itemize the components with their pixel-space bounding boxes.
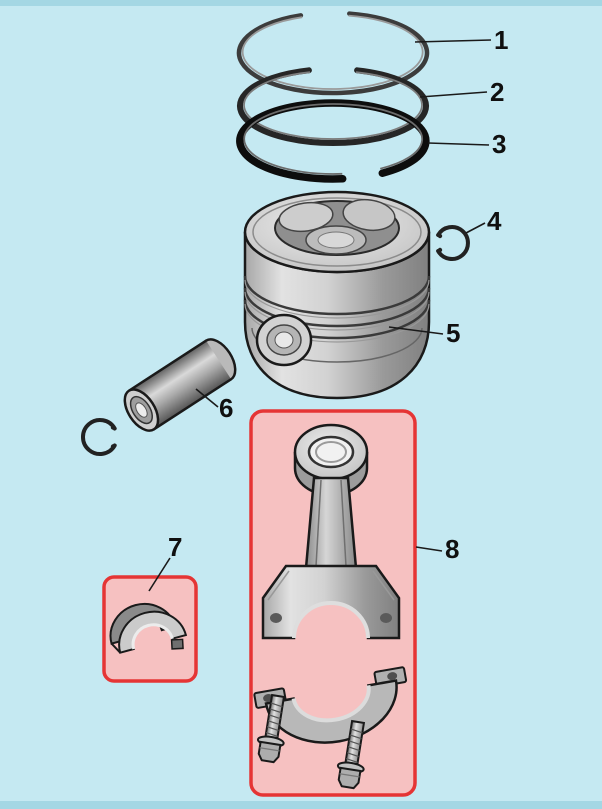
cap-bolt-hole [387,672,398,681]
big-end-bolt-hole [380,613,392,623]
callout-8[interactable]: 8 [445,534,459,564]
center-bowl-inner [317,231,355,249]
bearing-shell-inner-face [131,623,174,650]
rod-bolt-right[interactable] [335,719,371,790]
circlip-right-ring [436,225,470,261]
rod-bolt-left[interactable] [255,693,291,764]
highlight-box-part-7[interactable] [102,575,198,683]
bolt-threads [345,728,363,764]
circlip-right[interactable] [436,225,470,261]
compression-ring-1-highlight [241,14,424,90]
shell-edge [110,642,121,654]
piston-ring-grooves [243,275,431,363]
leader-line-6 [195,388,219,408]
pin-near-end-bore [135,402,148,418]
bolt-head-line [339,773,360,778]
compression-ring-2[interactable] [237,67,429,147]
bolt-head-line [259,747,280,752]
circlip-right-tip [437,233,443,239]
piston-crown-machined-edge [252,197,422,267]
callout-6[interactable]: 6 [219,393,233,423]
compression-ring-2-highlight [243,71,423,140]
leader-line-1 [414,39,492,43]
circlip-right-tip [437,247,443,253]
big-end-facet [372,570,395,601]
valve-pocket-left [278,201,334,233]
cap-seat [291,685,371,723]
pin-edge [153,378,232,431]
callout-4[interactable]: 4 [487,206,502,236]
piston-ring-set[interactable] [236,11,430,183]
connecting-rod-assembly[interactable] [253,423,414,790]
circlip-left-tip [110,444,116,449]
piston-pin[interactable] [118,334,242,437]
big-end-seat [292,601,370,639]
callout-2[interactable]: 2 [490,77,504,107]
pin-bore [274,331,294,349]
compression-ring-1[interactable] [236,11,430,96]
big-end-bolt-hole [270,613,282,623]
leader-line-5 [388,326,444,335]
small-end-bore-ring [315,441,347,463]
callouts: 1 2 3 4 5 6 7 8 [148,25,508,592]
callout-5[interactable]: 5 [446,318,460,348]
shank-rib [315,479,322,567]
callout-1[interactable]: 1 [494,25,508,55]
pin-edge [128,339,207,392]
callout-7[interactable]: 7 [168,532,182,562]
shank-rib [340,479,347,567]
callout-3[interactable]: 3 [492,129,506,159]
oil-control-ring-3-highlight [243,103,423,175]
bolt-head [257,740,282,764]
bottom-edge-bar [0,801,602,809]
leader-line-4 [465,222,486,234]
leader-line-2 [419,91,488,98]
bolt-head [337,766,362,790]
bolt-threads [265,702,283,738]
leader-line-7 [148,557,171,592]
top-edge-bar [0,0,602,6]
piston[interactable] [243,190,431,400]
big-end-facet [267,570,290,601]
circlip-left-ring [80,418,117,456]
valve-pocket-right [342,198,396,232]
bearing-shell-tab [170,638,184,650]
oil-control-ring-3[interactable] [236,99,430,183]
circlip-left-tip [110,425,116,430]
rod-shank [304,476,358,570]
circlip-left[interactable] [80,418,117,456]
leader-line-3 [427,142,490,146]
leader-line-8 [415,546,443,552]
bearing-shell[interactable] [104,594,189,665]
